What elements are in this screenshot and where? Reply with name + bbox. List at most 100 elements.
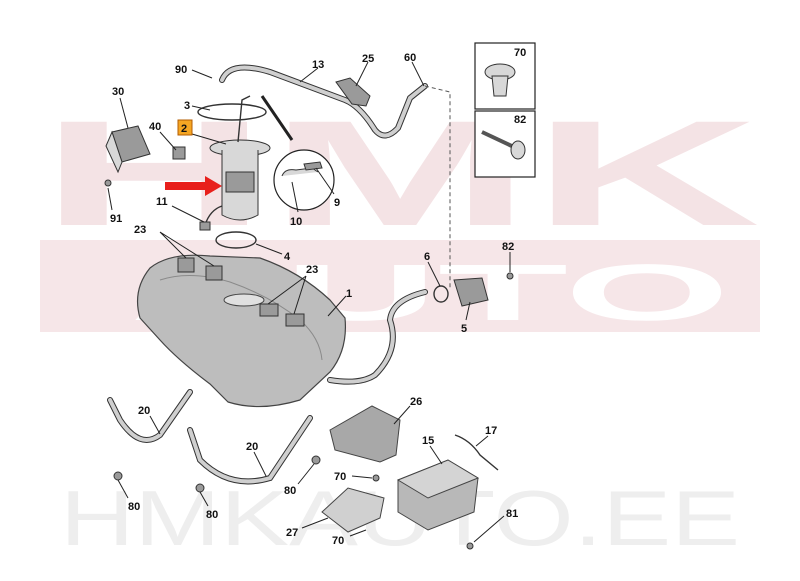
leader-1 — [327, 295, 347, 317]
tank-straps-20 — [107, 389, 321, 493]
callout-13: 13 — [312, 59, 324, 71]
callout-91: 91 — [110, 213, 122, 225]
leader-23a — [159, 231, 215, 267]
lock-ring-3 — [197, 103, 267, 121]
leader-17 — [475, 435, 489, 447]
tank-pump-opening — [223, 293, 265, 307]
leader-30 — [119, 97, 129, 129]
callout-2: 2 — [181, 123, 187, 135]
carbon-canister-15 — [396, 434, 499, 550]
fuel-tank-1 — [137, 254, 347, 408]
callout-10: 10 — [290, 216, 302, 228]
callout-6: 6 — [424, 251, 430, 263]
leader-26 — [393, 405, 411, 425]
bolt-82-shank — [481, 130, 517, 150]
detail-pointer — [260, 95, 294, 141]
leader-60 — [411, 61, 425, 87]
callout-70-box: 70 — [514, 47, 526, 59]
leader-20b — [253, 451, 267, 477]
highlight-box-2 — [177, 119, 193, 136]
inset-box-82 — [474, 110, 536, 178]
callout-70a: 70 — [334, 471, 346, 483]
callout-90: 90 — [175, 64, 187, 76]
leader-3 — [191, 105, 211, 111]
vent-dashed-line — [424, 85, 451, 290]
callout-9: 9 — [334, 197, 340, 209]
leader-70a — [351, 475, 373, 479]
callout-15: 15 — [422, 435, 434, 447]
detail-callout-connector — [260, 95, 335, 211]
harness-11-plug — [199, 221, 211, 231]
vent-hose-17 — [454, 434, 499, 471]
bolt-82-head — [510, 140, 526, 160]
leader-40 — [159, 131, 177, 151]
tank-shell — [137, 254, 347, 408]
tank-contour — [159, 274, 323, 361]
callout-1: 1 — [346, 288, 352, 300]
leader-10 — [291, 181, 299, 213]
leader-80a — [117, 479, 129, 499]
nut-81 — [466, 542, 474, 550]
vent-pipe-inner — [220, 65, 427, 138]
seal-4 — [215, 231, 257, 249]
leader-2 — [191, 133, 227, 145]
leader-80b — [199, 491, 209, 507]
leader-13 — [299, 67, 319, 83]
pad-23b — [205, 265, 223, 281]
callout-80a: 80 — [128, 501, 140, 513]
callout-26: 26 — [410, 396, 422, 408]
screw-82 — [506, 272, 514, 280]
heat-shield-26 — [329, 405, 401, 463]
leader-15 — [429, 445, 443, 465]
callout-81: 81 — [506, 508, 518, 520]
clip-25 — [335, 77, 371, 107]
callout-82: 82 — [502, 241, 514, 253]
pad-23c — [259, 303, 279, 317]
inset-box-70 — [474, 42, 536, 110]
highlight-arrow — [165, 176, 222, 196]
clip-70a — [372, 474, 380, 482]
filler-neck-5 — [453, 277, 489, 307]
nut-80c — [311, 455, 321, 465]
leader-5 — [465, 301, 471, 321]
callout-25: 25 — [362, 53, 374, 65]
callout-60: 60 — [404, 52, 416, 64]
control-unit-30 — [104, 125, 151, 187]
control-unit-side — [105, 130, 123, 174]
leader-9 — [315, 167, 335, 195]
callout-82-box: 82 — [514, 114, 526, 126]
leader-20a — [149, 415, 161, 435]
leader-27 — [301, 517, 329, 529]
callout-4: 4 — [284, 251, 291, 263]
clip-9 — [303, 161, 323, 171]
callout-17: 17 — [485, 425, 497, 437]
nut-91 — [104, 179, 112, 187]
callout-labels: 90 13 25 60 30 3 40 2 11 91 10 9 23 4 23… — [110, 47, 526, 547]
callout-80c: 80 — [284, 485, 296, 497]
callout-3: 3 — [184, 100, 190, 112]
leader-11 — [171, 205, 205, 223]
callout-20a: 20 — [138, 405, 150, 417]
nut-80a — [113, 471, 123, 481]
strap-20b-inner — [188, 416, 312, 484]
strap-20a-inner — [108, 390, 192, 442]
pad-23d — [285, 313, 305, 327]
vent-pipe-13 — [219, 64, 451, 290]
callout-40: 40 — [149, 121, 161, 133]
leader-4 — [255, 243, 283, 255]
leader-91 — [107, 187, 113, 211]
seal-6 — [433, 285, 449, 303]
pump-outlet — [237, 95, 251, 143]
canister-top — [396, 459, 480, 499]
callout-5: 5 — [461, 323, 467, 335]
filler-pipe — [327, 272, 514, 385]
leader-81 — [473, 515, 505, 543]
leader-70b — [349, 529, 367, 537]
callout-23a: 23 — [134, 224, 146, 236]
callout-30: 30 — [112, 86, 124, 98]
callout-23b: 23 — [306, 264, 318, 276]
leader-6 — [427, 261, 441, 287]
leader-25 — [355, 61, 369, 87]
leader-80c — [297, 463, 315, 485]
